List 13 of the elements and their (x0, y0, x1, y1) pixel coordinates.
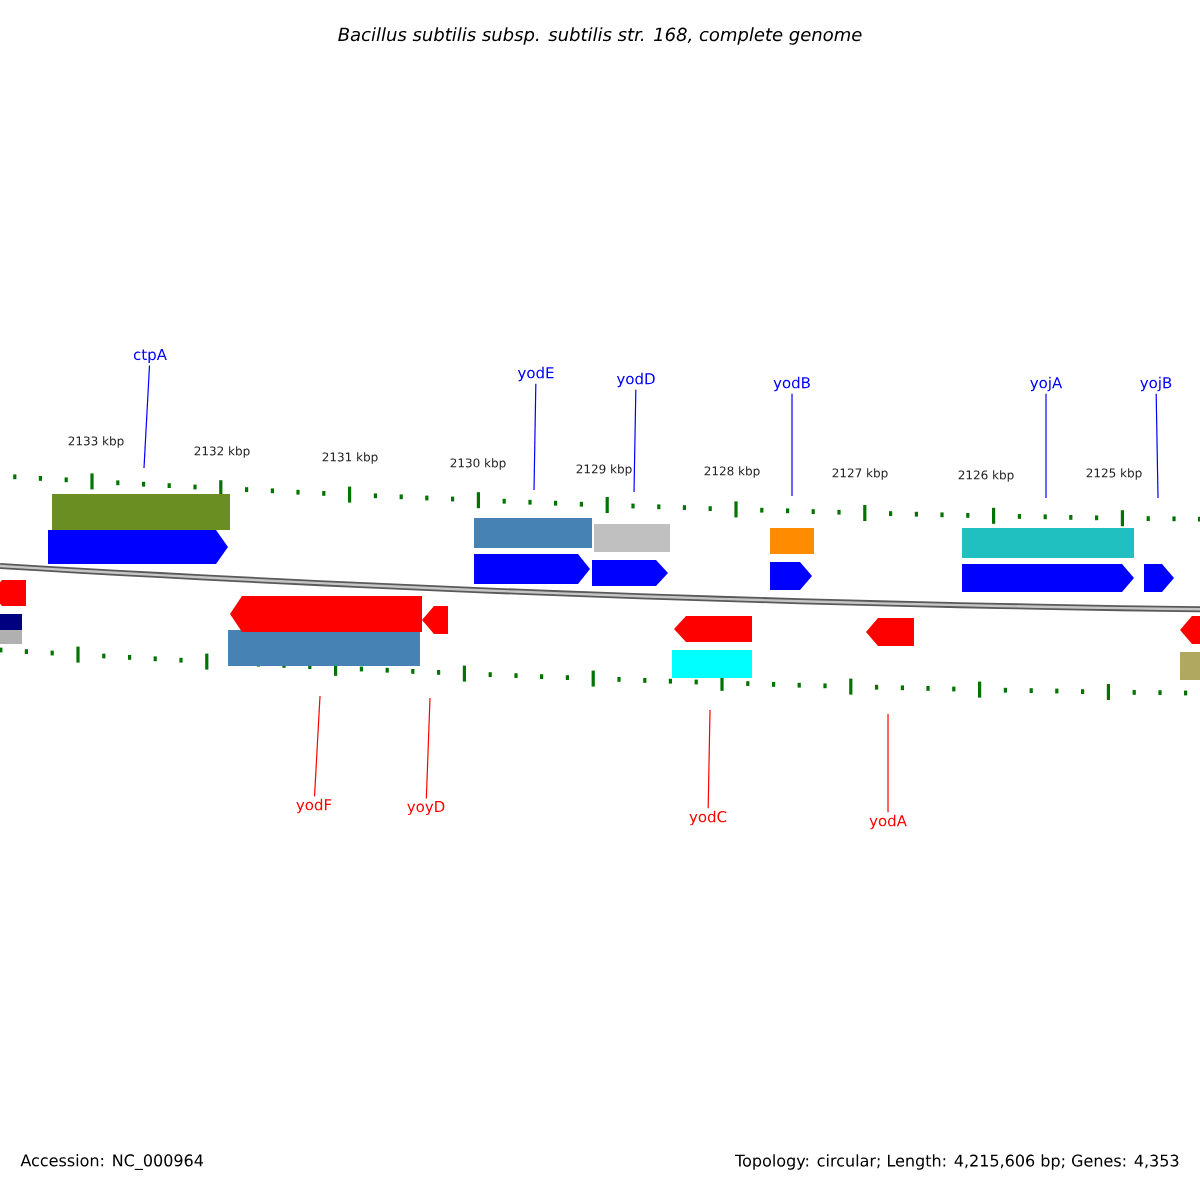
footer-text: Topology: circular; Length: 4,215,606 bp; Genes: 4,353 (735, 1154, 1179, 1170)
leader-line (313, 695, 321, 797)
leader-line (1155, 393, 1159, 499)
leader-line (633, 389, 637, 493)
leader-line (791, 393, 793, 497)
leader-line (425, 697, 431, 800)
footer-text: Accession: NC_000964 (20, 1154, 204, 1170)
leader-line (887, 713, 889, 813)
leader-line (143, 364, 151, 469)
leader-line (707, 709, 711, 809)
title: Bacillus subtilis subsp. subtilis str. 168, complete genome (338, 27, 862, 45)
leader-line (1045, 393, 1047, 499)
leader-line (533, 383, 537, 491)
